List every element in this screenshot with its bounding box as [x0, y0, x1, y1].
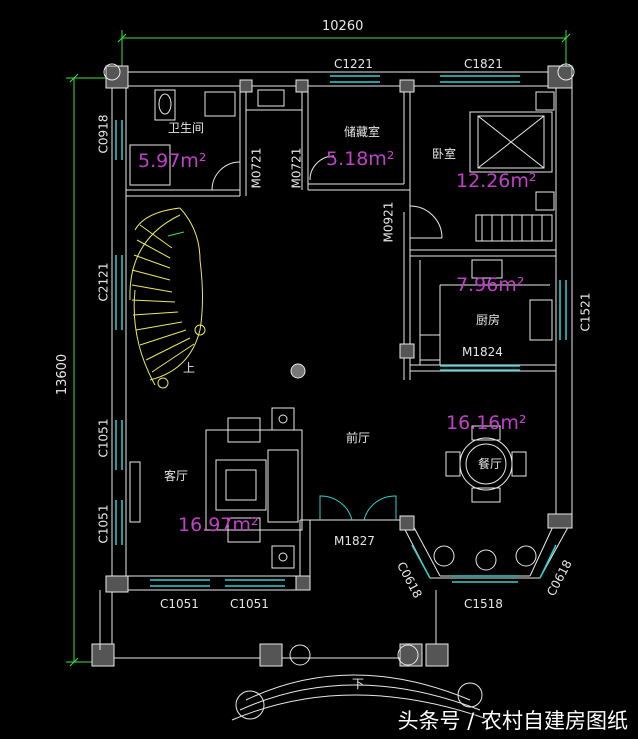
room-name-dining: 餐厅 — [478, 457, 503, 471]
dimension-width-label: 10260 — [322, 19, 364, 34]
room-area-bathroom: 5.97m² — [138, 150, 207, 172]
window-label-c1051-left-upper: C1051 — [96, 418, 111, 458]
window-label-c1518: C1518 — [464, 597, 503, 611]
dimension-height-label: 13600 — [55, 353, 71, 396]
room-name-storage: 储藏室 — [344, 125, 381, 139]
window-label-c1051-bottom-left: C1051 — [160, 597, 199, 611]
doors — [211, 155, 443, 521]
sofa-set — [129, 407, 303, 569]
room-area-dining: 16.16m² — [446, 412, 527, 434]
dimension-lines — [66, 30, 571, 667]
room-name-foyer: 前厅 — [346, 431, 371, 445]
door-label-m1827: M1827 — [334, 534, 375, 548]
foyer-light — [290, 363, 306, 379]
window-label-c1821: C1821 — [464, 57, 503, 71]
door-label-m0721-a: M0721 — [249, 147, 264, 189]
corner-column-ne — [557, 63, 575, 81]
bathroom-fixtures — [129, 89, 285, 186]
door-label-m0721-b: M0721 — [289, 147, 304, 189]
bed — [469, 91, 555, 242]
spiral-staircase — [129, 207, 206, 389]
windows — [115, 75, 567, 587]
columns — [91, 65, 573, 667]
stair-label-down: 下 — [352, 677, 365, 691]
room-name-bedroom: 卧室 — [432, 147, 457, 161]
window-label-c1051-left-lower: C1051 — [96, 504, 111, 544]
window-label-c2121: C2121 — [96, 262, 111, 302]
watermark: 头条号 / 农村自建房图纸 — [397, 709, 628, 733]
room-name-living: 客厅 — [164, 469, 189, 483]
room-name-kitchen: 厨房 — [476, 313, 501, 327]
room-area-living: 16.97m² — [178, 514, 259, 536]
room-area-bedroom: 12.26m² — [456, 170, 537, 192]
front-porch — [99, 590, 491, 721]
door-label-m0921: M0921 — [381, 201, 396, 243]
dining-table — [433, 425, 537, 571]
room-area-storage: 5.18m² — [326, 148, 395, 170]
room-area-kitchen: 7.96m² — [456, 274, 525, 296]
window-label-c1521: C1521 — [578, 292, 593, 332]
kitchen-fixtures — [419, 259, 553, 365]
stair-label-up: 上 — [183, 361, 196, 375]
window-label-c1221: C1221 — [334, 57, 373, 71]
door-label-m1824: M1824 — [462, 345, 503, 359]
window-label-c1051-bottom-right: C1051 — [230, 597, 269, 611]
corner-column-nw — [103, 63, 121, 81]
window-label-c0918: C0918 — [96, 114, 111, 154]
room-name-bathroom: 卫生间 — [168, 121, 205, 135]
